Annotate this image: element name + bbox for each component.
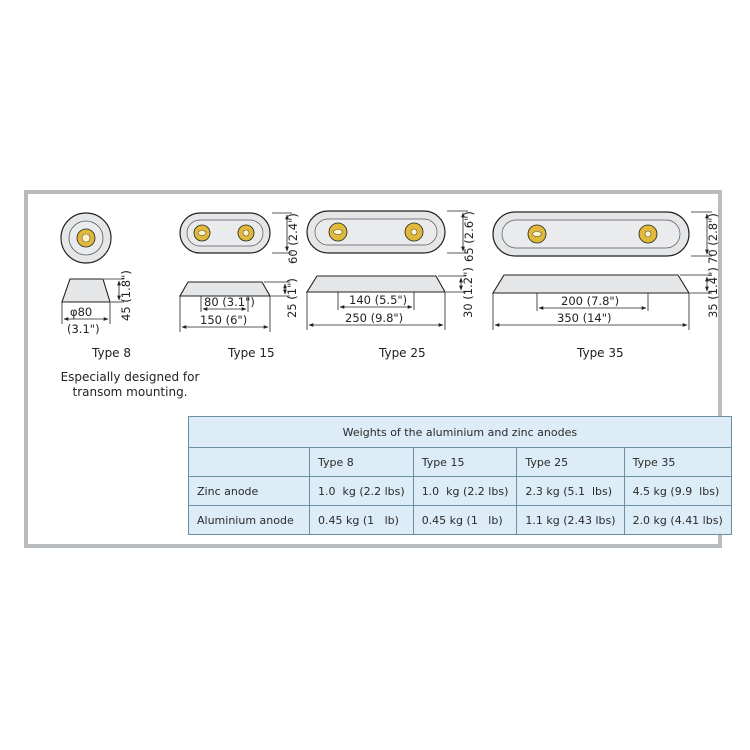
type15-label: Type 15 [228,346,275,360]
diagram-frame [24,190,722,548]
table-row: Aluminium anode 0.45 kg (1 lb) 0.45 kg (… [188,505,732,535]
column-header-type25: Type 25 [516,447,625,477]
type15-height-dim: 25 (1") [285,278,299,318]
type8-label: Type 8 [92,346,132,360]
table-cell: 1.0 kg (2.2 lbs) [412,476,518,506]
type35-top-view [492,211,712,257]
type35-inner-length-dim: 200 (7.8") [561,294,619,308]
type25-label: Type 25 [379,346,426,360]
type15-top-view [179,212,292,254]
type25-outer-length-dim: 250 (9.8") [345,311,403,325]
table-cell: 4.5 kg (9.9 lbs) [623,476,732,506]
column-header-type15: Type 15 [412,447,518,477]
column-header-type35: Type 35 [623,447,732,477]
type15-outer-length-dim: 150 (6") [200,313,247,327]
weights-table-caption: Weights of the aluminium and zinc anodes [188,416,732,448]
type35-width-dim: 70 (2.8") [706,213,720,264]
table-cell: 2.3 kg (5.1 lbs) [516,476,625,506]
table-cell: 0.45 kg (1 lb) [412,505,518,535]
table-header-row: Type 8 Type 15 Type 25 Type 35 [188,447,732,477]
table-cell: 1.1 kg (2.43 lbs) [516,505,625,535]
type35-outer-length-dim: 350 (14") [557,311,612,325]
type15-side-view [179,281,290,332]
type8-diameter-dim: φ80 [70,305,92,319]
type25-side-view [306,275,466,330]
row-label-aluminium-anode: Aluminium anode [188,505,310,535]
type8-height-dim: 45 (1.8") [119,270,133,321]
type25-top-view [306,210,468,254]
type25-inner-length-dim: 140 (5.5") [349,293,407,307]
row-label-zinc-anode: Zinc anode [188,476,310,506]
type35-label: Type 35 [577,346,624,360]
table-cell: 2.0 kg (4.41 lbs) [623,505,732,535]
type15-inner-length-dim: 80 (3.1") [204,295,255,309]
table-cell: 0.45 kg (1 lb) [309,505,414,535]
type25-width-dim: 65 (2.6") [462,211,476,262]
type35-height-dim: 35 (1.4") [706,267,720,318]
table-corner-cell [188,447,310,477]
type8-diameter-inch-dim: (3.1") [67,322,100,336]
column-header-type8: Type 8 [309,447,414,477]
table-cell: 1.0 kg (2.2 lbs) [309,476,414,506]
type25-height-dim: 30 (1.2") [461,267,475,318]
transom-mounting-note: Especially designed for transom mounting… [60,370,200,399]
type35-side-view [492,274,712,330]
type8-top-view [60,212,112,264]
type15-width-dim: 60 (2.4") [286,213,300,264]
type8-side-view [61,278,124,324]
table-row: Zinc anode 1.0 kg (2.2 lbs) 1.0 kg (2.2 … [188,476,732,506]
weights-table: Weights of the aluminium and zinc anodes… [188,416,732,535]
